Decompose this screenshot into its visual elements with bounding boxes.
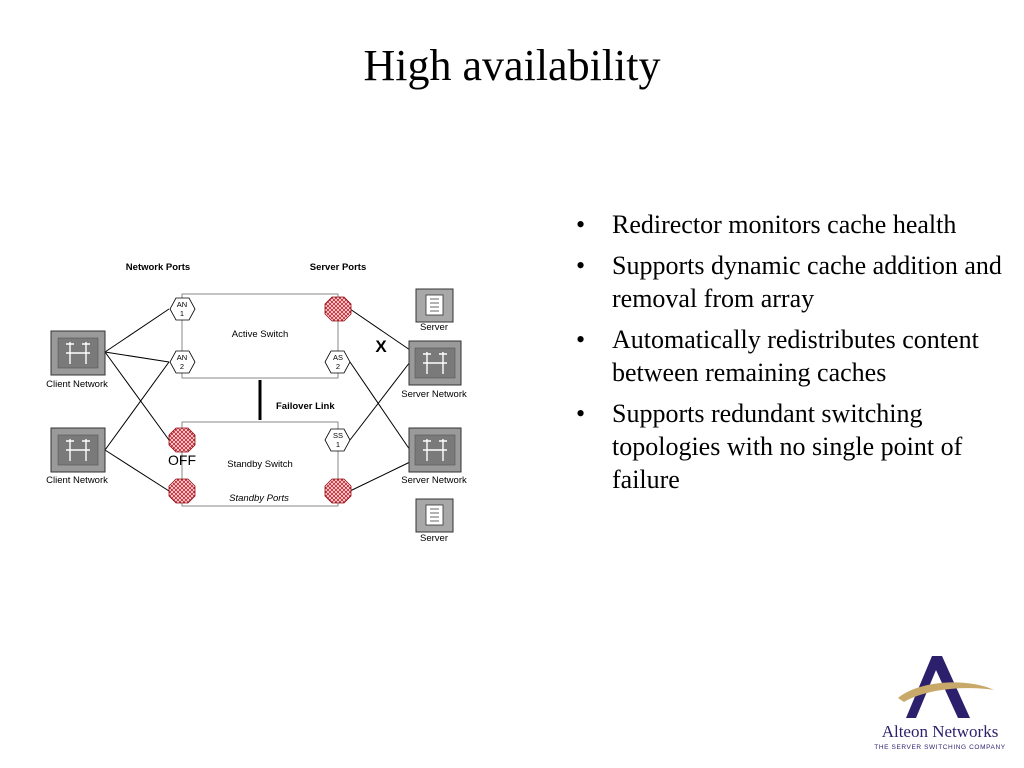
port-an1-bottom: 1	[180, 309, 184, 318]
port-an1: AN 1	[169, 297, 196, 321]
standby-switch-box	[181, 421, 339, 507]
client-network-bottom-hub-icon	[50, 427, 106, 473]
bullet-list: • Redirector monitors cache health • Suppo…	[576, 208, 1006, 504]
port-ss1: SS 1	[324, 428, 351, 452]
active-switch-label: Active Switch	[232, 329, 289, 340]
logo-name: Alteon Networks	[881, 722, 999, 741]
server-top-label: Server	[420, 322, 448, 333]
standby-switch-label: Standby Switch	[227, 459, 292, 470]
bullet-text: Supports redundant switching topologies …	[612, 399, 963, 494]
client-network-bottom-label: Client Network	[46, 475, 108, 486]
client-network-top-label: Client Network	[46, 379, 108, 390]
port-ss1-top: SS	[333, 431, 343, 440]
bullet-text: Supports dynamic cache addition and remo…	[612, 251, 1002, 313]
bullet-text: Automatically redistributes content betw…	[612, 325, 979, 387]
server-bottom-label: Server	[420, 533, 448, 544]
failure-x-mark: X	[375, 337, 387, 356]
standby-port-sn1	[168, 427, 196, 453]
network-ports-header: Network Ports	[126, 262, 190, 273]
bullet-glyph: •	[576, 251, 586, 280]
bullet-item: • Supports redundant switching topologies…	[576, 397, 1006, 496]
standby-port-sn2	[168, 478, 196, 504]
bullet-item: • Supports dynamic cache addition and rem…	[576, 249, 1006, 315]
failed-port-as1	[324, 296, 352, 322]
client-network-top-hub-icon	[50, 330, 106, 376]
logo-tagline: THE SERVER SWITCHING COMPANY	[874, 744, 1006, 751]
standby-port-ss2	[324, 478, 352, 504]
slide-title: High availability	[363, 41, 661, 90]
connection-lines	[104, 308, 411, 492]
server-network-top-hub-icon	[408, 340, 462, 386]
port-an2: AN 2	[169, 350, 196, 374]
alteon-networks-logo: Alteon Networks THE SERVER SWITCHING COM…	[870, 652, 1010, 762]
bullet-glyph: •	[576, 210, 586, 239]
standby-ports-label: Standby Ports	[229, 493, 289, 504]
alteon-a-logo-icon	[898, 656, 994, 718]
failover-link-label: Failover Link	[276, 401, 335, 412]
port-as2: AS 2	[324, 350, 351, 374]
server-bottom-icon	[415, 498, 454, 533]
server-ports-header: Server Ports	[310, 262, 367, 273]
bullet-text: Redirector monitors cache health	[612, 210, 957, 239]
server-top-icon	[415, 288, 454, 323]
bullet-item: • Redirector monitors cache health	[576, 208, 1006, 241]
port-an2-top: AN	[177, 353, 187, 362]
bullet-glyph: •	[576, 325, 586, 354]
port-an1-top: AN	[177, 300, 187, 309]
off-label: OFF	[168, 452, 196, 468]
port-as2-top: AS	[333, 353, 343, 362]
port-ss1-bottom: 1	[336, 440, 340, 449]
server-network-bottom-hub-icon	[408, 427, 462, 473]
server-network-top-label: Server Network	[401, 389, 467, 400]
port-as2-bottom: 2	[336, 362, 340, 371]
active-switch-box	[181, 293, 339, 379]
server-network-bottom-label: Server Network	[401, 475, 467, 486]
bullet-glyph: •	[576, 399, 586, 428]
bullet-item: • Automatically redistributes content bet…	[576, 323, 1006, 389]
port-an2-bottom: 2	[180, 362, 184, 371]
